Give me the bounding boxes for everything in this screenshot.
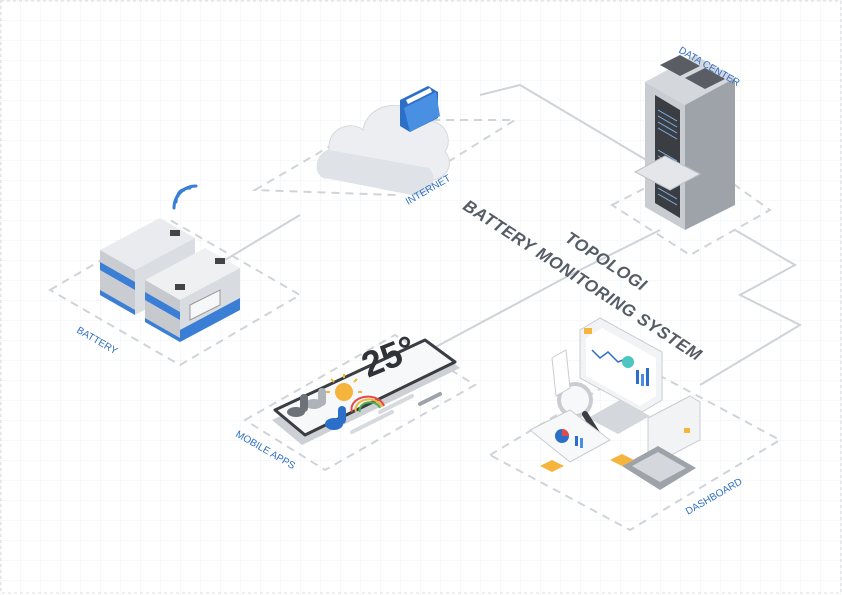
dashboard-label: DASHBOARD <box>684 476 744 517</box>
thermometer-icons <box>287 388 346 430</box>
platform-mobile <box>243 333 477 472</box>
chart-icon <box>591 349 649 386</box>
sun-icon <box>326 374 362 401</box>
line-mobile-datacenter <box>429 229 661 351</box>
wifi-icon <box>172 184 198 210</box>
magnifier-icon <box>557 382 603 441</box>
battery-illustration <box>100 184 240 342</box>
platform-internet <box>251 119 519 197</box>
line-internet-datacenter <box>479 83 681 181</box>
phone-illustration <box>272 338 460 445</box>
platform-battery <box>48 218 302 367</box>
battery-label: BATTERY <box>75 325 120 357</box>
rainbow-icon <box>350 395 385 413</box>
connector-lines <box>224 83 803 386</box>
server-rack-icon <box>633 55 735 230</box>
line-datacenter-dashboard <box>699 229 803 386</box>
dashboard-illustration <box>529 317 701 490</box>
mobile-apps-label: MOBILE APPS <box>234 429 298 472</box>
line-battery-internet <box>224 214 301 261</box>
platform-datacenter <box>609 158 772 257</box>
folder-icon <box>400 86 440 132</box>
